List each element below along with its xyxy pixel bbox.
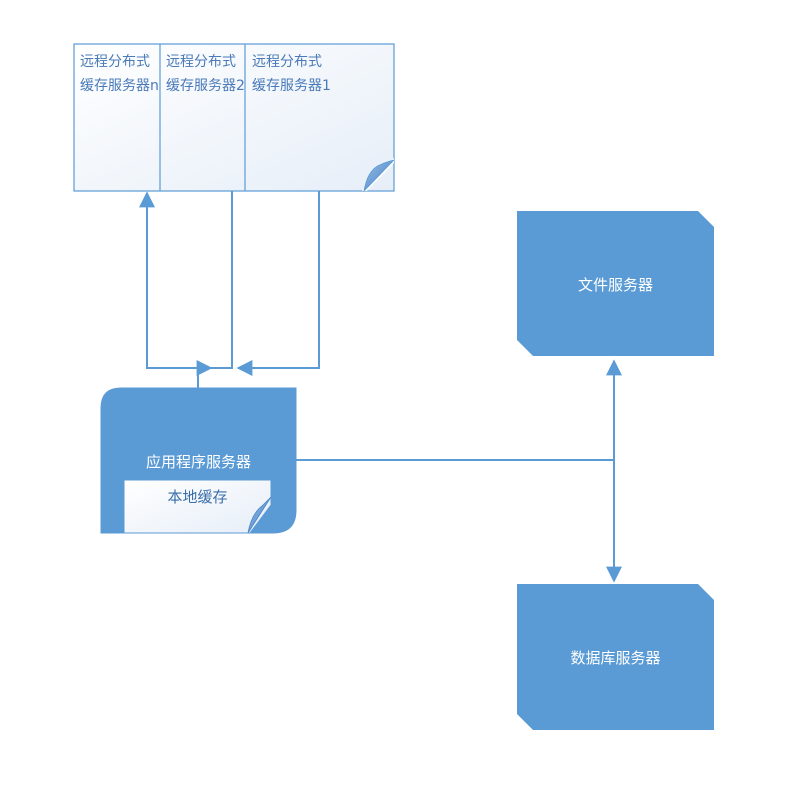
remote-cache-2-label: 远程分布式缓存服务器2 [166,54,245,94]
remote-cache-1-label: 远程分布式缓存服务器1 [252,54,331,94]
remote-cache-n-label: 远程分布式缓存服务器n [80,54,159,94]
cache-connectors [139,191,320,389]
remote-cache-server-n [73,43,395,192]
local-cache-doc [123,479,272,534]
db-server-label: 数据库服务器 [570,649,661,667]
file-server-box [517,211,714,356]
local-cache-fold-icon [247,496,272,534]
server-connectors [296,359,622,583]
page-curl-icon [363,159,395,193]
app-server-label: 应用程序服务器 [145,453,251,471]
file-server-label: 文件服务器 [577,276,653,294]
local-cache-label: 本地缓存 [167,488,228,506]
db-server-box [517,584,714,730]
